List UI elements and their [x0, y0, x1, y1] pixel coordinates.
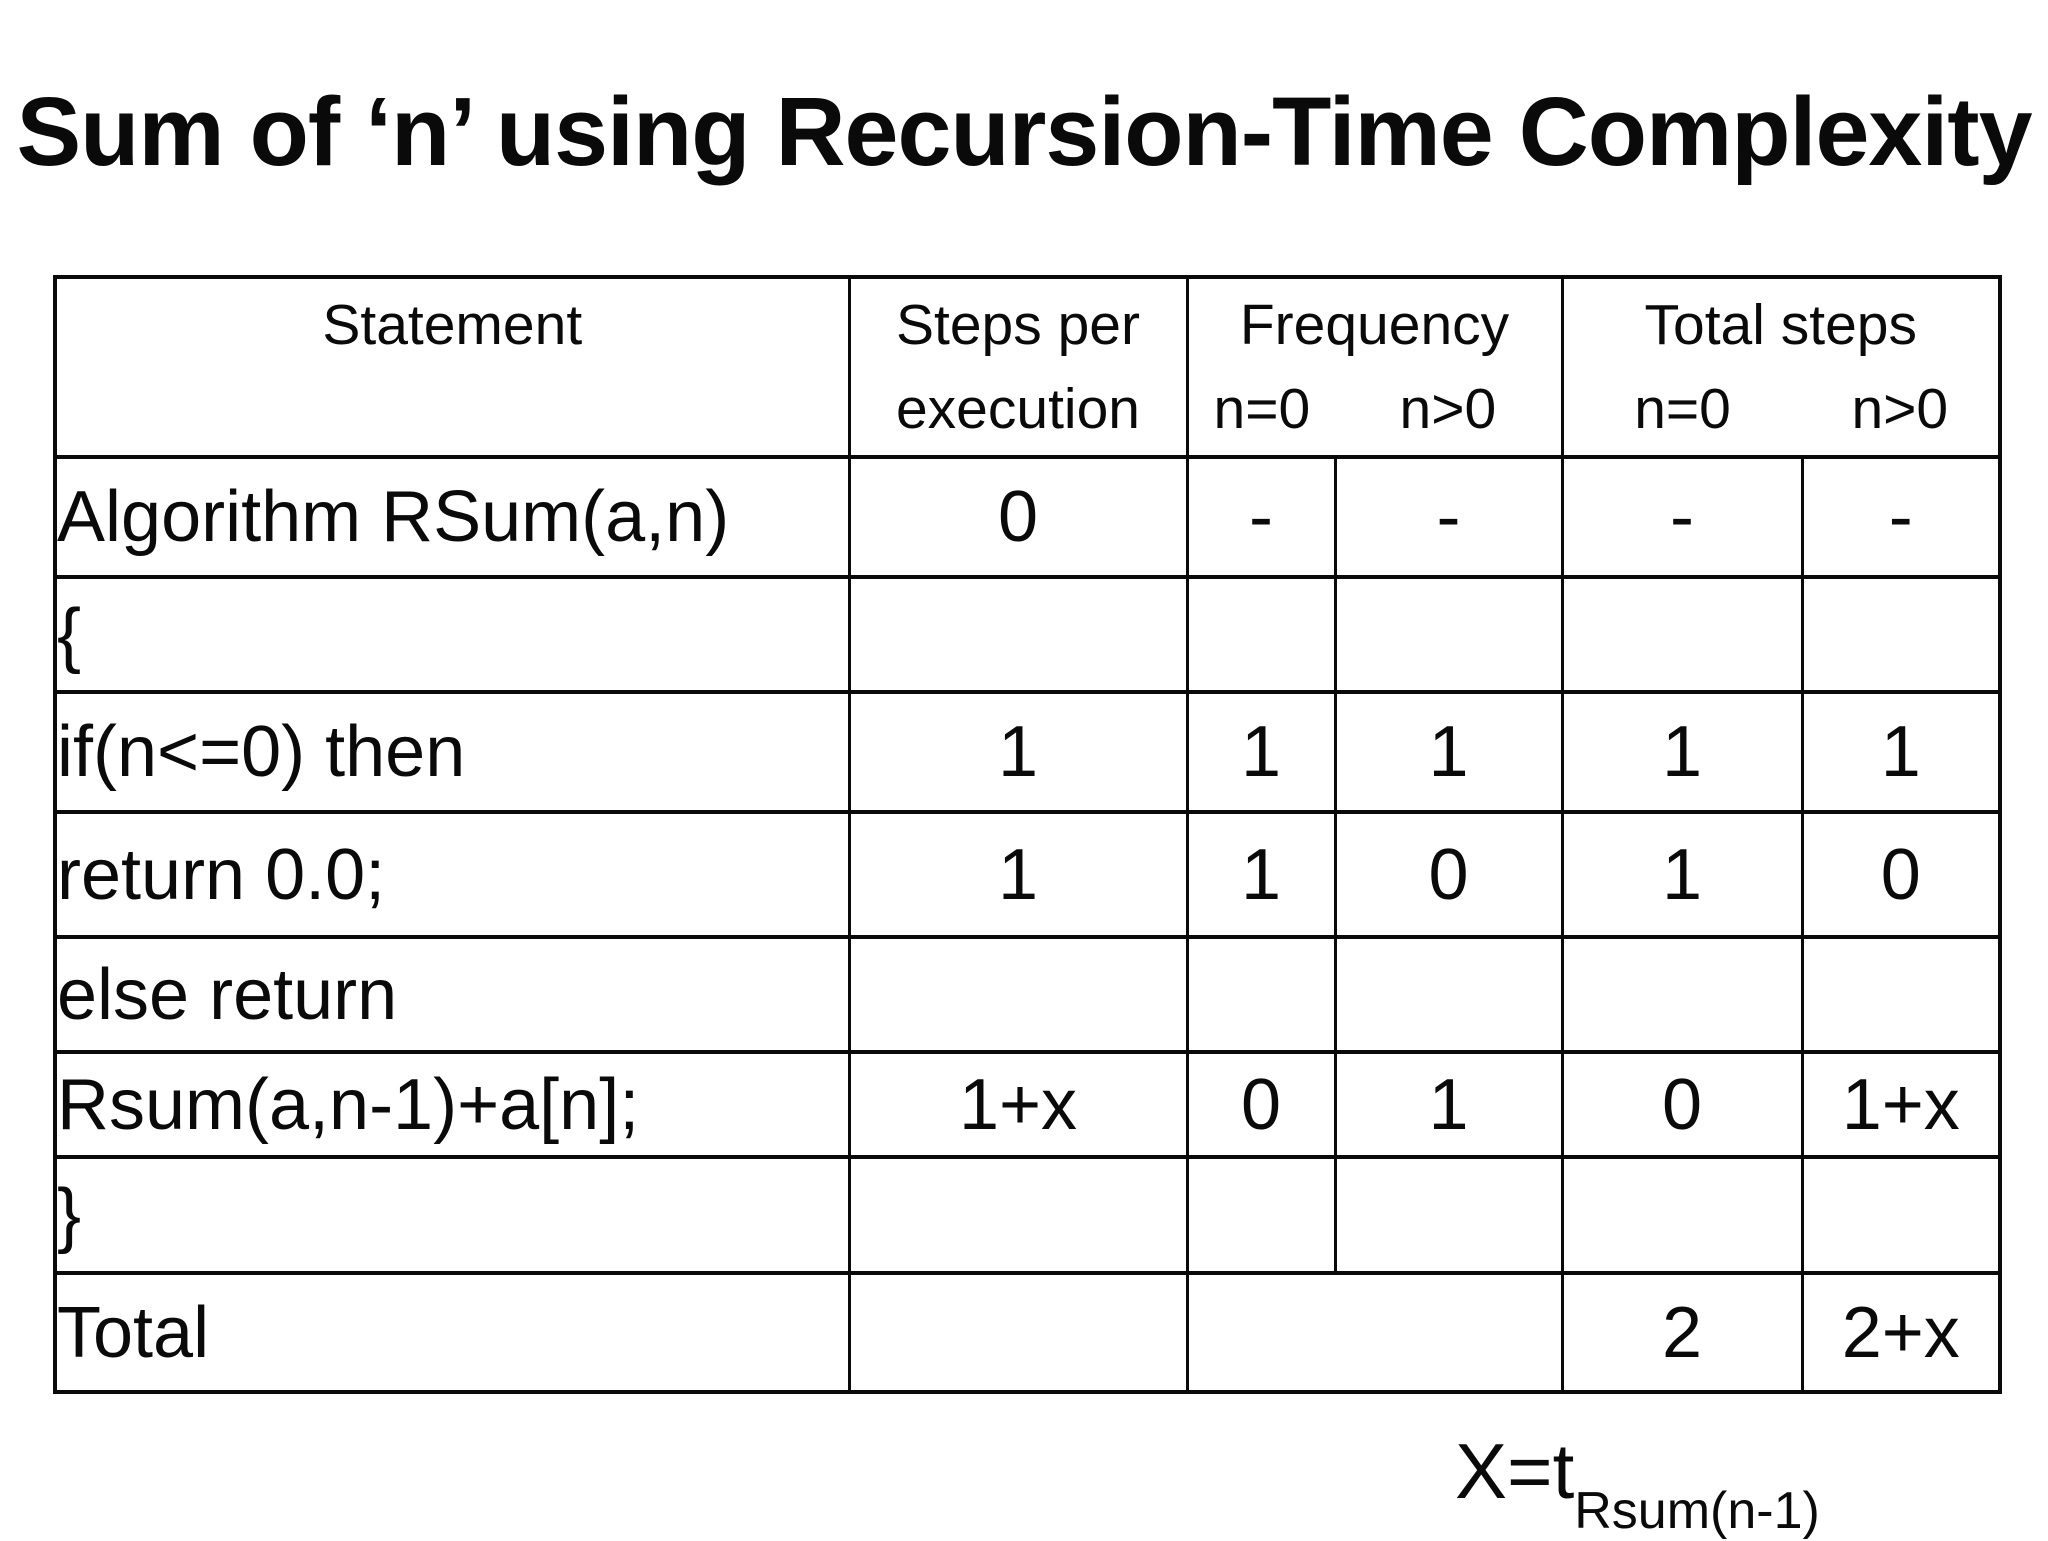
total-ngt0-cell	[1800, 935, 2002, 1054]
header-frequency: Frequency n=0 n>0	[1185, 275, 1564, 459]
header-statement-spacer	[58, 367, 846, 451]
steps-cell: 0	[847, 455, 1189, 579]
statement-cell: }	[53, 1155, 851, 1275]
formula-subscript: Rsum(n-1)	[1574, 1482, 1820, 1540]
freq-n0-cell	[1185, 935, 1337, 1054]
total-n0-cell: 0	[1560, 1050, 1804, 1159]
total-n0-cell	[1560, 1155, 1804, 1275]
freq-ngt0-cell	[1333, 935, 1564, 1054]
table-row-open-brace: {	[53, 575, 2002, 694]
total-ngt0-result-cell: 2+x	[1800, 1271, 2002, 1394]
freq-n0-cell: 1	[1185, 810, 1337, 939]
header-total-steps-label: Total steps	[1644, 293, 1917, 357]
total-ngt0-cell	[1800, 575, 2002, 694]
total-steps-cell	[847, 1271, 1189, 1394]
freq-ngt0-cell: 1	[1333, 690, 1564, 814]
header-steps-line2: execution	[895, 377, 1140, 441]
header-frequency-subcolumns: n=0 n>0	[1190, 367, 1559, 451]
freq-ngt0-cell: -	[1333, 455, 1564, 579]
total-n0-cell	[1560, 935, 1804, 1054]
table-row-rsum: Rsum(a,n-1)+a[n]; 1+x 0 1 0 1+x	[53, 1050, 2002, 1159]
total-n0-cell: -	[1560, 455, 1804, 579]
statement-cell: Algorithm RSum(a,n)	[53, 455, 851, 579]
freq-n0-cell: 1	[1185, 690, 1337, 814]
total-ngt0-cell: 0	[1800, 810, 2002, 939]
freq-ngt0-cell	[1333, 1155, 1564, 1275]
header-total-steps: Total steps n=0 n>0	[1560, 275, 2002, 459]
table-row-total: Total 2 2+x	[53, 1271, 2002, 1394]
header-total-subcolumns: n=0 n>0	[1565, 367, 1997, 451]
table-row-else: else return	[53, 935, 2002, 1054]
header-frequency-ngt0: n>0	[1399, 377, 1497, 441]
total-n0-cell: 1	[1560, 690, 1804, 814]
slide-title: Sum of ‘n’ using Recursion-Time Complexi…	[16, 77, 2032, 186]
header-total-ngt0: n>0	[1851, 377, 1949, 441]
table-row-close-brace: }	[53, 1155, 2002, 1275]
freq-n0-cell	[1185, 1155, 1337, 1275]
total-n0-result-cell: 2	[1560, 1271, 1804, 1394]
statement-cell: else return	[53, 935, 851, 1054]
header-steps-line1: Steps per	[896, 293, 1140, 357]
total-ngt0-cell: 1	[1800, 690, 2002, 814]
header-steps-per-execution: Steps per execution	[847, 275, 1189, 459]
total-ngt0-cell	[1800, 1155, 2002, 1275]
total-label-cell: Total	[53, 1271, 851, 1394]
header-total-n0: n=0	[1634, 377, 1731, 441]
statement-cell: {	[53, 575, 851, 694]
x-definition-formula: X=tRsum(n-1)	[1455, 1426, 1820, 1541]
total-n0-cell	[1560, 575, 1804, 694]
steps-cell: 1+x	[847, 1050, 1189, 1159]
freq-ngt0-cell	[1333, 575, 1564, 694]
steps-cell: 1	[847, 810, 1189, 939]
steps-cell	[847, 1155, 1189, 1275]
freq-ngt0-cell: 1	[1333, 1050, 1564, 1159]
table-row-algorithm: Algorithm RSum(a,n) 0 - - - -	[53, 455, 2002, 579]
header-frequency-label: Frequency	[1239, 293, 1510, 357]
statement-cell: Rsum(a,n-1)+a[n];	[53, 1050, 851, 1159]
formula-lhs: X=t	[1455, 1427, 1575, 1515]
freq-n0-cell	[1185, 575, 1337, 694]
steps-cell: 1	[847, 690, 1189, 814]
statement-cell: if(n<=0) then	[53, 690, 851, 814]
steps-cell	[847, 935, 1189, 1054]
freq-ngt0-cell: 0	[1333, 810, 1564, 939]
header-frequency-n0: n=0	[1213, 377, 1311, 441]
steps-cell	[847, 575, 1189, 694]
total-ngt0-cell: -	[1800, 455, 2002, 579]
header-row: Statement Steps per execution Frequency …	[53, 275, 2002, 459]
total-n0-cell: 1	[1560, 810, 1804, 939]
total-ngt0-cell: 1+x	[1800, 1050, 2002, 1159]
freq-n0-cell: 0	[1185, 1050, 1337, 1159]
header-statement: Statement	[53, 275, 851, 459]
time-complexity-table: Statement Steps per execution Frequency …	[53, 275, 2002, 1394]
freq-n0-cell: -	[1185, 455, 1337, 579]
total-frequency-cell	[1185, 1271, 1564, 1394]
header-statement-label: Statement	[322, 293, 583, 357]
table-row-if: if(n<=0) then 1 1 1 1 1	[53, 690, 2002, 814]
statement-cell: return 0.0;	[53, 810, 851, 939]
table-row-return: return 0.0; 1 1 0 1 0	[53, 810, 2002, 939]
